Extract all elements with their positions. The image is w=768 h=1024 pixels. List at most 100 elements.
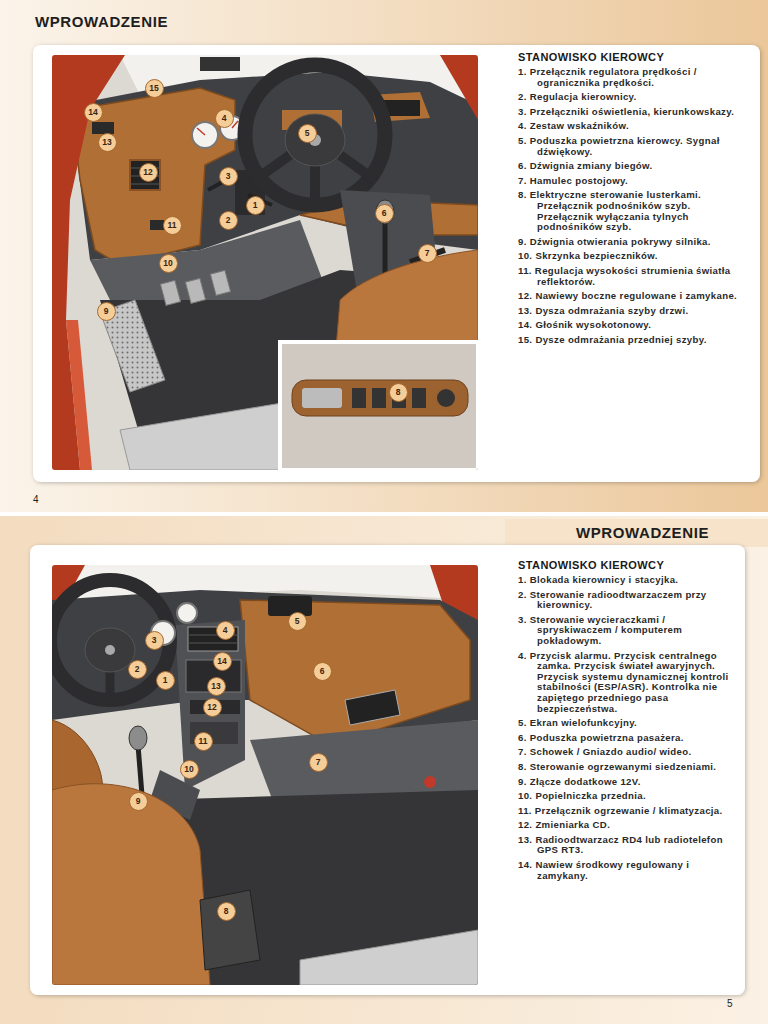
list-item: 1. Przełącznik regulatora prędkości / og… bbox=[518, 67, 743, 88]
content-panel: STANOWISKO KIEROWCY 1. Przełącznik regula… bbox=[33, 45, 760, 482]
callout-number: 8 bbox=[396, 388, 401, 397]
list-item: 13. Dysza odmrażania szyby drzwi. bbox=[518, 306, 743, 317]
content-panel bbox=[33, 45, 760, 482]
list-item: 2. Regulacja kierownicy. bbox=[518, 92, 743, 103]
callout-number: 2 bbox=[135, 665, 140, 674]
list-item: 6. Poduszka powietrzna pasażera. bbox=[518, 733, 743, 744]
callout-number: 8 bbox=[224, 907, 229, 916]
callout-circle: 8 bbox=[217, 902, 236, 921]
callout-circle: 14 bbox=[213, 652, 232, 671]
section-heading: STANOWISKO KIEROWCY bbox=[518, 51, 743, 63]
list-item: 6. Dźwignia zmiany biegów. bbox=[518, 161, 743, 172]
header-tab bbox=[505, 519, 768, 547]
page-title: WPROWADZENIE bbox=[35, 13, 168, 30]
list-item: 8. Sterowanie ogrzewanymi siedzeniami. bbox=[518, 762, 743, 773]
page-ground bbox=[0, 516, 768, 1024]
callout-circle: 12 bbox=[203, 698, 222, 717]
page-ground bbox=[0, 0, 768, 512]
callout-circle: 1 bbox=[246, 196, 265, 215]
list-item: 11. Regulacja wysokości strumienia świat… bbox=[518, 266, 743, 287]
list-item: 12. Nawiewy boczne regulowane i zamykane… bbox=[518, 291, 743, 302]
callout-number: 11 bbox=[199, 737, 208, 746]
callout-number: 13 bbox=[211, 682, 220, 691]
list-item: 8. Elektryczne sterowanie lusterkami. Pr… bbox=[518, 190, 743, 232]
callout-circle: 2 bbox=[128, 660, 147, 679]
cockpit-illustration bbox=[52, 55, 478, 470]
page-number: 5 bbox=[727, 998, 733, 1009]
list-item: 3. Sterowanie wycieraczkami / spryskiwac… bbox=[518, 615, 743, 647]
list-item: 12. Zmieniarka CD. bbox=[518, 820, 743, 831]
callout-number: 5 bbox=[305, 129, 310, 138]
callout-number: 11 bbox=[168, 221, 177, 230]
callout-circle: 10 bbox=[159, 254, 178, 273]
callout-number: 5 bbox=[295, 617, 300, 626]
callout-circle: 1 bbox=[156, 671, 175, 690]
callout-circle: 12 bbox=[139, 163, 158, 182]
callout-circle: 7 bbox=[418, 244, 437, 263]
content-panel: STANOWISKO KIEROWCY1. Blokada kierownicy… bbox=[30, 545, 745, 995]
page-number: 4 bbox=[33, 494, 39, 505]
callout-circle: 4 bbox=[215, 109, 234, 128]
callout-circle: 10 bbox=[180, 760, 199, 779]
callout-number: 15 bbox=[149, 84, 158, 93]
callout-number: 7 bbox=[316, 758, 321, 767]
callout-circle: 5 bbox=[288, 612, 307, 631]
item-list: STANOWISKO KIEROWCY1. Blokada kierownicy… bbox=[518, 559, 743, 885]
callout-number: 10 bbox=[184, 765, 193, 774]
callout-number: 4 bbox=[222, 114, 227, 123]
callout-circle: 2 bbox=[219, 211, 238, 230]
callout-number: 3 bbox=[226, 172, 231, 181]
callout-number: 6 bbox=[382, 209, 387, 218]
list-item: 5. Poduszka powietrzna kierowcy. Sygnał … bbox=[518, 136, 743, 157]
callout-circle: 14 bbox=[84, 103, 103, 122]
callout-number: 9 bbox=[136, 797, 141, 806]
callout-circle: 3 bbox=[219, 167, 238, 186]
list-item: 7. Hamulec postojowy. bbox=[518, 176, 743, 187]
list-item: 4. Zestaw wskaźników. bbox=[518, 121, 743, 132]
list-item: 13. Radioodtwarzacz RD4 lub radiotelefon… bbox=[518, 835, 743, 856]
page-title: WPROWADZENIE bbox=[576, 524, 709, 541]
callout-circle: 8 bbox=[389, 383, 408, 402]
list-item: 4. Przycisk alarmu. Przycisk centralnego… bbox=[518, 651, 743, 715]
callout-circle: 9 bbox=[97, 302, 116, 321]
list-item: 7. Schowek / Gniazdo audio/ wideo. bbox=[518, 747, 743, 758]
list-item: 3. Przełączniki oświetlenia, kierunkowsk… bbox=[518, 107, 743, 118]
cockpit-illustration bbox=[52, 565, 478, 985]
callout-circle: 5 bbox=[298, 124, 317, 143]
list-item: 10. Popielniczka przednia. bbox=[518, 791, 743, 802]
callout-number: 4 bbox=[223, 626, 228, 635]
content-panel bbox=[30, 545, 745, 995]
callout-circle: 4 bbox=[216, 621, 235, 640]
callout-circle: 9 bbox=[129, 792, 148, 811]
list-item: 9. Dźwignia otwierania pokrywy silnika. bbox=[518, 237, 743, 248]
callout-circle: 6 bbox=[375, 204, 394, 223]
item-list: STANOWISKO KIEROWCY 1. Przełącznik regula… bbox=[518, 51, 743, 349]
callout-number: 1 bbox=[253, 201, 258, 210]
callout-number: 10 bbox=[163, 259, 172, 268]
callout-number: 6 bbox=[320, 667, 325, 676]
list-item: 2. Sterowanie radioodtwarzaczem przy kie… bbox=[518, 590, 743, 611]
callout-number: 7 bbox=[425, 249, 430, 258]
callout-circle: 13 bbox=[207, 677, 226, 696]
callout-circle: 13 bbox=[98, 133, 117, 152]
callout-circle: 15 bbox=[145, 79, 164, 98]
list-item: 14. Głośnik wysokotonowy. bbox=[518, 320, 743, 331]
list-item: 9. Złącze dodatkowe 12V. bbox=[518, 777, 743, 788]
list-item: 5. Ekran wielofunkcyjny. bbox=[518, 718, 743, 729]
list-item: 1. Blokada kierownicy i stacyjka. bbox=[518, 575, 743, 586]
callout-number: 9 bbox=[104, 307, 109, 316]
list-item: 15. Dysze odmrażania przedniej szyby. bbox=[518, 335, 743, 346]
list-item: 11. Przełącznik ogrzewanie / klimatyzacj… bbox=[518, 806, 743, 817]
callout-number: 14 bbox=[217, 657, 226, 666]
callout-number: 1 bbox=[163, 676, 168, 685]
callout-number: 2 bbox=[226, 216, 231, 225]
callout-circle: 11 bbox=[194, 732, 213, 751]
callout-circle: 7 bbox=[309, 753, 328, 772]
callout-circle: 11 bbox=[163, 216, 182, 235]
list-item: 10. Skrzynka bezpieczników. bbox=[518, 251, 743, 262]
callout-circle: 6 bbox=[313, 662, 332, 681]
callout-number: 13 bbox=[102, 138, 111, 147]
list-item: 14. Nawiew środkowy regulowany i zamykan… bbox=[518, 860, 743, 881]
